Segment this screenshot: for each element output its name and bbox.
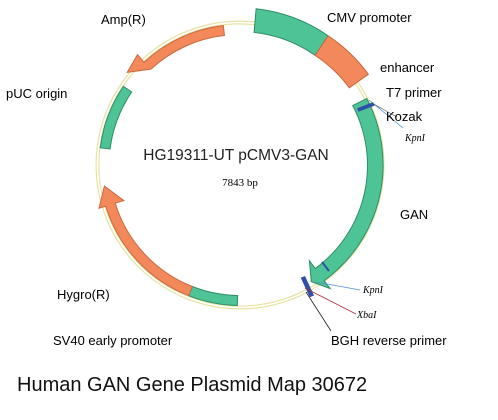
label-t7: T7 primer [386,85,442,100]
hygro-segment [98,185,193,297]
plasmid-size: 7843 bp [222,177,258,189]
label-kozak: Kozak [386,109,423,124]
label-xba1: XbaI [356,310,377,321]
label-puc: pUC origin [6,86,67,101]
label-kpn1-bottom: KpnI [362,285,384,296]
t7-primer-marker [357,102,375,112]
amp-segment [126,24,226,74]
kpn1-bottom-line [315,281,361,291]
label-hygro: Hygro(R) [57,287,110,302]
label-bgh: BGH reverse primer [331,333,447,348]
label-kpn1-top: KpnI [404,133,426,144]
label-gan: GAN [400,207,428,222]
kpn1-bottom-tick [321,261,330,272]
sv40-promoter-segment [187,285,239,307]
cmv-promoter-segment [253,8,329,57]
xba1-line [304,287,357,315]
kozak-line [371,102,398,118]
plasmid-map: HG19311-UT pCMV3-GAN 7843 bp Amp(R) CMV … [6,8,447,348]
puc-origin-segment [99,85,133,150]
figure-caption: Human GAN Gene Plasmid Map 30672 [17,374,368,396]
bgh-primer-marker [300,276,314,298]
label-sv40: SV40 early promoter [53,333,173,348]
label-enhancer: enhancer [380,60,435,75]
bgh-line [305,291,332,332]
label-cmv: CMV promoter [327,10,412,25]
gan-segment [308,97,384,290]
plasmid-name: HG19311-UT pCMV3-GAN [143,147,329,164]
enhancer-segment [314,35,370,89]
label-amp: Amp(R) [101,12,146,27]
